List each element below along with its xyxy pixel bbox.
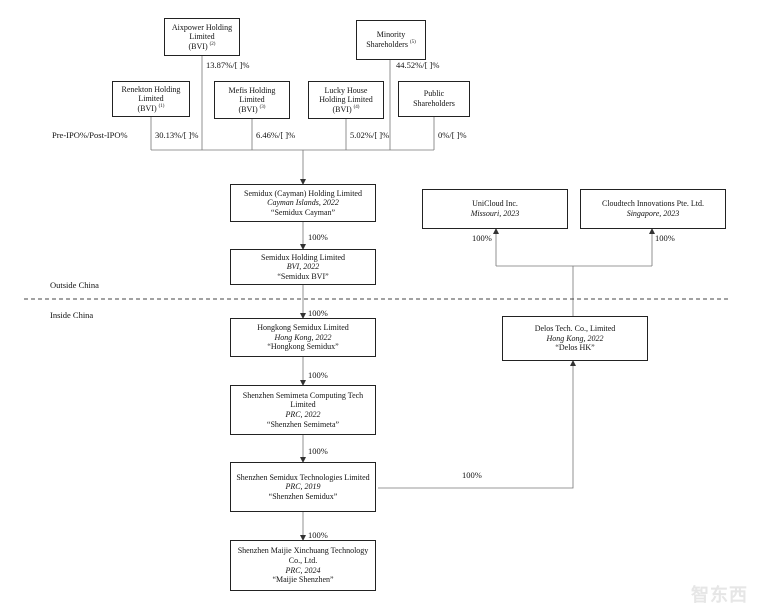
delos-juris: Hong Kong, 2022 [546,333,604,343]
renekton-note: (1) [158,103,165,109]
aixpower-note: (2) [209,41,216,47]
minority-note: (5) [409,40,416,45]
minority-tail: Shareholders [366,40,408,49]
renekton-tail: (BVI) [137,103,157,113]
unicloud-name: UniCloud Inc. [472,199,518,209]
delos-to-unicloud-pct: 100% [472,233,492,243]
aixpower-pct: 13.87%/[ ]% [206,60,250,70]
semidux-sz-juris: PRC, 2019 [285,482,321,492]
semimeta-name: Shenzhen Semimeta Computing Tech Limited [242,390,364,410]
pre-post-label: Pre-IPO%/Post-IPO% [52,130,128,140]
unicloud-box: UniCloud Inc. Missouri, 2023 [422,189,568,229]
maijie-box: Shenzhen Maijie Xinchuang Technology Co.… [230,540,376,591]
unicloud-juris: Missouri, 2023 [470,209,520,218]
maijie-alias: “Maijie Shenzhen” [272,575,334,585]
hk-box: Hongkong Semidux Limited Hong Kong, 2022… [230,318,376,357]
cloudtech-juris: Singapore, 2023 [626,209,680,218]
hk-alias: “Hongkong Semidux” [267,342,339,352]
bvi-juris: BVI, 2022 [286,262,320,272]
hk-to-semimeta-pct: 100% [308,370,328,380]
mefis-tail: (BVI) [238,104,258,114]
lucky-tail: (BVI) [332,104,352,114]
delos-alias: “Delos HK” [555,343,595,353]
public-line-0: Public Shareholders [413,89,455,108]
cayman-juris: Cayman Islands, 2022 [267,198,339,208]
lucky-line-0: Lucky House [324,85,368,95]
renekton-box: Renekton Holding Limited (BVI) (1) [112,81,190,117]
lucky-pct: 5.02%/[ ]% [350,130,390,140]
public-pct: 0%/[ ]% [438,130,467,140]
outside-china-label: Outside China [50,280,99,290]
lucky-note: (4) [353,104,360,110]
mefis-line-0: Mefis Holding [228,85,276,95]
mefis-pct: 6.46%/[ ]% [256,130,296,140]
minority-pct: 44.52%/[ ]% [396,60,440,70]
delos-to-cloudtech-pct: 100% [655,233,675,243]
cayman-name: Semidux (Cayman) Holding Limited [244,188,362,198]
renekton-line-1: Limited [138,94,164,104]
semimeta-alias: “Shenzhen Semimeta” [266,419,340,429]
renekton-pct: 30.13%/[ ]% [155,130,199,140]
maijie-name: Shenzhen Maijie Xinchuang Technology Co.… [237,546,369,565]
semimeta-to-semidux-pct: 100% [308,446,328,456]
semidux-to-delos [378,360,576,489]
delos-box: Delos Tech. Co., Limited Hong Kong, 2022… [502,316,648,361]
cayman-alias: “Semidux Cayman” [270,207,336,217]
semidux-sz-alias: “Shenzhen Semidux” [268,491,338,501]
aixpower-tail: (BVI) [188,41,208,51]
mefis-note: (3) [259,104,266,110]
semidux-to-maijie-pct: 100% [308,530,328,540]
minority-box: Minority Shareholders (5) [356,20,426,60]
watermark-logo: 智东西 [691,585,748,606]
semidux-to-delos-pct: 100% [462,470,482,480]
aixpower-line-1: Limited [189,32,215,42]
bvi-alias: “Semidux BVI” [277,271,329,281]
semimeta-box: Shenzhen Semimeta Computing Tech Limited… [230,385,376,435]
cloudtech-box: Cloudtech Innovations Pte. Ltd. Singapor… [580,189,726,229]
minority-line-0: Minority [376,30,406,40]
aixpower-box: Aixpower Holding Limited (BVI) (2) [164,18,240,56]
bvi-to-hk-pct: 100% [308,308,328,318]
aixpower-line-0: Aixpower Holding [171,22,233,32]
mefis-line-1: Limited [239,95,265,105]
hk-juris: Hong Kong, 2022 [274,332,332,342]
bvi-name: Semidux Holding Limited [261,252,345,262]
lucky-line-1: Holding Limited [319,95,373,105]
lucky-box: Lucky House Holding Limited (BVI) (4) [308,81,384,119]
hk-name: Hongkong Semidux Limited [257,323,349,333]
delos-name: Delos Tech. Co., Limited [534,324,616,334]
mefis-box: Mefis Holding Limited (BVI) (3) [214,81,290,119]
public-box: Public Shareholders [398,81,470,117]
cayman-box: Semidux (Cayman) Holding Limited Cayman … [230,184,376,222]
bvi-box: Semidux Holding Limited BVI, 2022 “Semid… [230,249,376,285]
cayman-to-bvi-pct: 100% [308,232,328,242]
maijie-juris: PRC, 2024 [285,565,321,575]
inside-china-label: Inside China [50,310,94,320]
cloudtech-name: Cloudtech Innovations Pte. Ltd. [602,199,704,209]
semidux-sz-box: Shenzhen Semidux Technologies Limited PR… [230,462,376,512]
semimeta-juris: PRC, 2022 [285,410,321,419]
semidux-sz-name: Shenzhen Semidux Technologies Limited [236,472,370,482]
renekton-line-0: Renekton Holding [121,84,181,94]
